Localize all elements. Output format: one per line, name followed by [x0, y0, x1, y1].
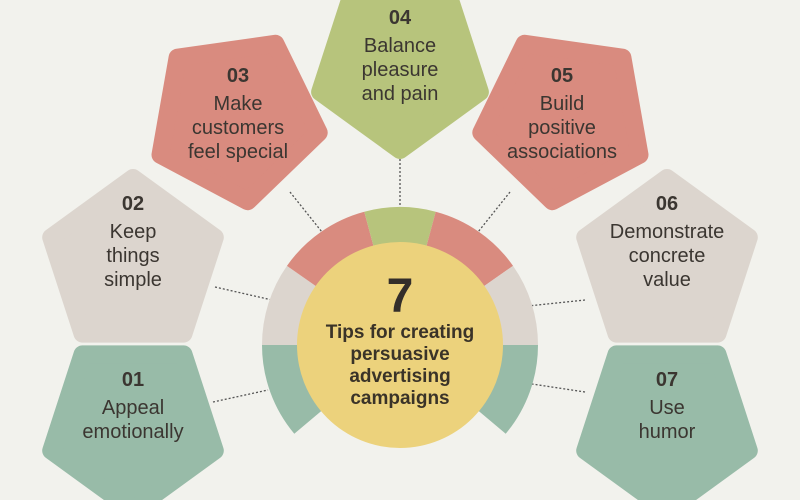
tip-07: 07 Use humor — [577, 368, 757, 444]
pentagon-shape — [42, 169, 224, 343]
center-number: 7 — [386, 270, 414, 323]
pentagon-shape — [576, 169, 758, 343]
pentagon-shape — [311, 0, 489, 159]
tip-text-line: things — [106, 245, 160, 267]
center-title-line: Tips for creating — [325, 322, 475, 343]
ring-segment — [476, 345, 538, 434]
ring-segment — [425, 211, 514, 288]
dotted-connector — [212, 389, 269, 403]
tip-text-line: concrete — [628, 245, 706, 267]
tip-text-line: customers — [191, 117, 285, 139]
tip-05: 05 Build positive associations — [472, 64, 652, 164]
tip-number: 04 — [388, 7, 412, 29]
pentagon-shape — [151, 34, 328, 211]
pentagon-shape — [472, 34, 649, 211]
ring-segment — [286, 211, 375, 288]
tip-number: 02 — [121, 193, 145, 215]
pentagon-shape — [576, 345, 758, 500]
center-title-line: persuasive — [350, 344, 450, 365]
center-title: 7 Tips for creating persuasive advertisi… — [300, 272, 500, 410]
pentagon-shape — [42, 345, 224, 500]
tip-04: 04 Balance pleasure and pain — [310, 6, 490, 106]
tip-text-line: and pain — [361, 83, 439, 105]
tip-text-line: emotionally — [82, 421, 184, 443]
center-circle — [297, 242, 503, 448]
tip-text-line: Build — [539, 93, 585, 115]
ring-segment — [481, 265, 538, 345]
tip-text-line: Demonstrate — [609, 221, 725, 243]
ring-segment — [262, 345, 324, 434]
tip-number: 03 — [226, 65, 250, 87]
dotted-connector — [477, 191, 511, 233]
tip-text-line: associations — [506, 141, 618, 163]
tip-text-line: value — [643, 269, 691, 291]
tip-06: 06 Demonstrate concrete value — [577, 192, 757, 292]
tip-text-line: positive — [528, 117, 596, 139]
dotted-connector — [531, 383, 586, 393]
tip-number: 01 — [121, 369, 145, 391]
tip-text-line: Keep — [109, 221, 157, 243]
center-title-line: advertising — [349, 366, 451, 387]
tip-03: 03 Make customers feel special — [148, 64, 328, 164]
ring-segment — [262, 265, 319, 345]
tip-number: 07 — [655, 369, 679, 391]
tip-text-line: Balance — [363, 35, 437, 57]
dotted-connector — [289, 191, 323, 233]
tip-text-line: humor — [638, 421, 696, 443]
tip-text-line: Appeal — [101, 397, 165, 419]
tip-number: 05 — [550, 65, 574, 87]
tip-text-line: Use — [649, 397, 685, 419]
center-title-line: campaigns — [350, 388, 450, 409]
tip-02: 02 Keep things simple — [43, 192, 223, 292]
tip-text-line: Make — [213, 93, 263, 115]
tip-01: 01 Appeal emotionally — [43, 368, 223, 444]
tip-text-line: pleasure — [361, 59, 439, 81]
tip-number: 06 — [655, 193, 679, 215]
tip-text-line: feel special — [187, 141, 289, 163]
dotted-connector — [527, 299, 586, 307]
dotted-connector — [214, 286, 273, 301]
ring-segment — [364, 207, 436, 249]
tip-text-line: simple — [104, 269, 162, 291]
